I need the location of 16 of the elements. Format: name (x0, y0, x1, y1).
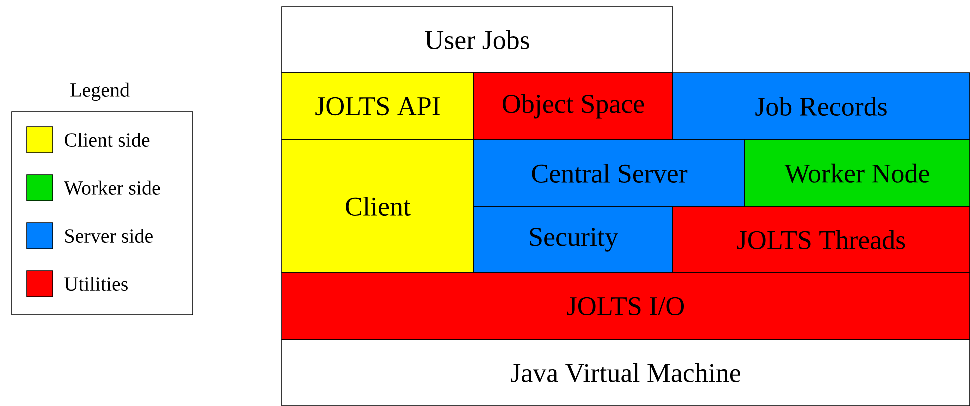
layer-box: Client (282, 140, 474, 274)
legend-title: Legend (70, 82, 130, 102)
legend-label: Client side (65, 132, 150, 148)
layer-box: Object Space (474, 72, 674, 140)
layer-box: JOLTS API (282, 72, 474, 140)
layer-box: JOLTS Threads (672, 206, 970, 274)
node-label: JOLTS Threads (737, 230, 906, 250)
layer-box: Java Virtual Machine (282, 340, 970, 406)
legend-label: Utilities (64, 276, 128, 292)
layer-box: Worker Node (744, 140, 970, 208)
layer-box: Central Server (474, 140, 746, 208)
legend-label: Server side (66, 228, 153, 244)
legend-label: Worker side (64, 180, 160, 196)
layer-box: Job Records (672, 72, 970, 140)
layer-box: User Jobs (282, 6, 674, 74)
layer-box: Security (474, 206, 674, 274)
